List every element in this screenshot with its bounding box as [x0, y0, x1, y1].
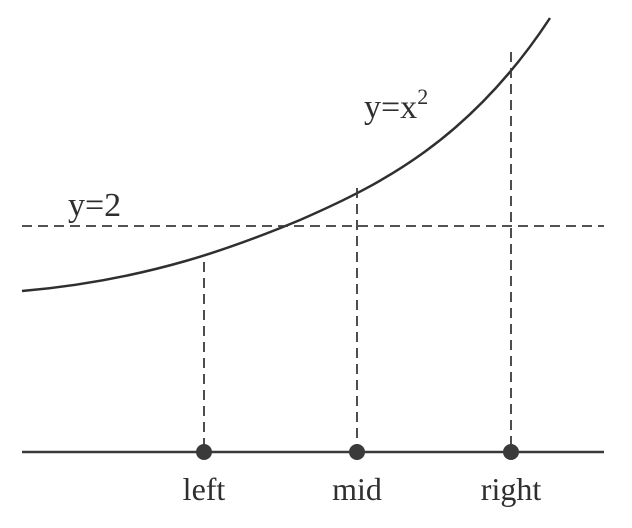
- mid-label: mid: [332, 471, 382, 507]
- mid-point-dot: [349, 444, 365, 460]
- left-point-dot: [196, 444, 212, 460]
- curve-label-base: y=x: [364, 89, 417, 126]
- curve-label-exponent: 2: [417, 84, 428, 109]
- parabola-curve: [21, 17, 552, 293]
- curve-label: y=x2: [364, 84, 428, 126]
- right-label: right: [481, 471, 542, 507]
- right-point-dot: [503, 444, 519, 460]
- left-label: left: [183, 471, 226, 507]
- line-label: y=2: [68, 187, 121, 224]
